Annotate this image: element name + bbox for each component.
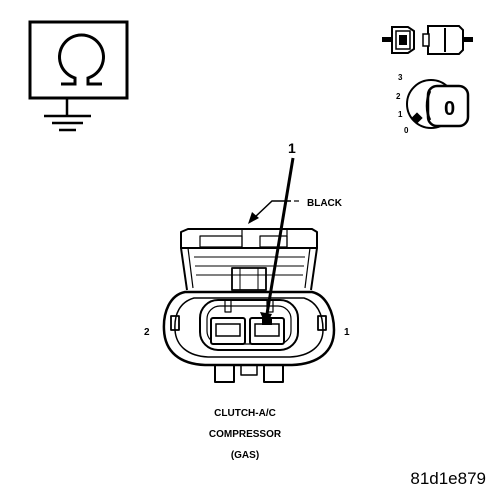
ohmmeter-ground-icon <box>28 20 129 132</box>
connector-name-line-2: COMPRESSOR <box>209 429 282 440</box>
connector-name: CLUTCH-A/C COMPRESSOR (GAS) <box>209 408 282 461</box>
terminal-cavity-pin-1 <box>249 317 285 345</box>
ignition-key-label: 0 <box>444 98 455 120</box>
ignition-position-2: 2 <box>396 92 401 101</box>
ignition-position-1: 1 <box>398 110 403 119</box>
ignition-key-icon: 3 2 1 0 0 <box>396 73 470 135</box>
callout-number: 1 <box>288 140 296 156</box>
terminal-cavity-pin-2 <box>210 317 246 345</box>
connector-color-label: BLACK <box>307 198 343 209</box>
connector-housing <box>162 228 336 383</box>
ignition-position-3: 3 <box>398 73 403 82</box>
figure-id: 81d1e879 <box>410 469 486 488</box>
connector-color-callout: BLACK <box>248 198 343 224</box>
connector-name-line-3: (GAS) <box>231 450 259 461</box>
ignition-position-0: 0 <box>404 126 409 135</box>
connector-name-line-1: CLUTCH-A/C <box>214 408 276 419</box>
pin-label-1: 1 <box>344 327 350 338</box>
pin-label-2: 2 <box>144 327 150 338</box>
connector-plug-icon <box>382 25 473 55</box>
